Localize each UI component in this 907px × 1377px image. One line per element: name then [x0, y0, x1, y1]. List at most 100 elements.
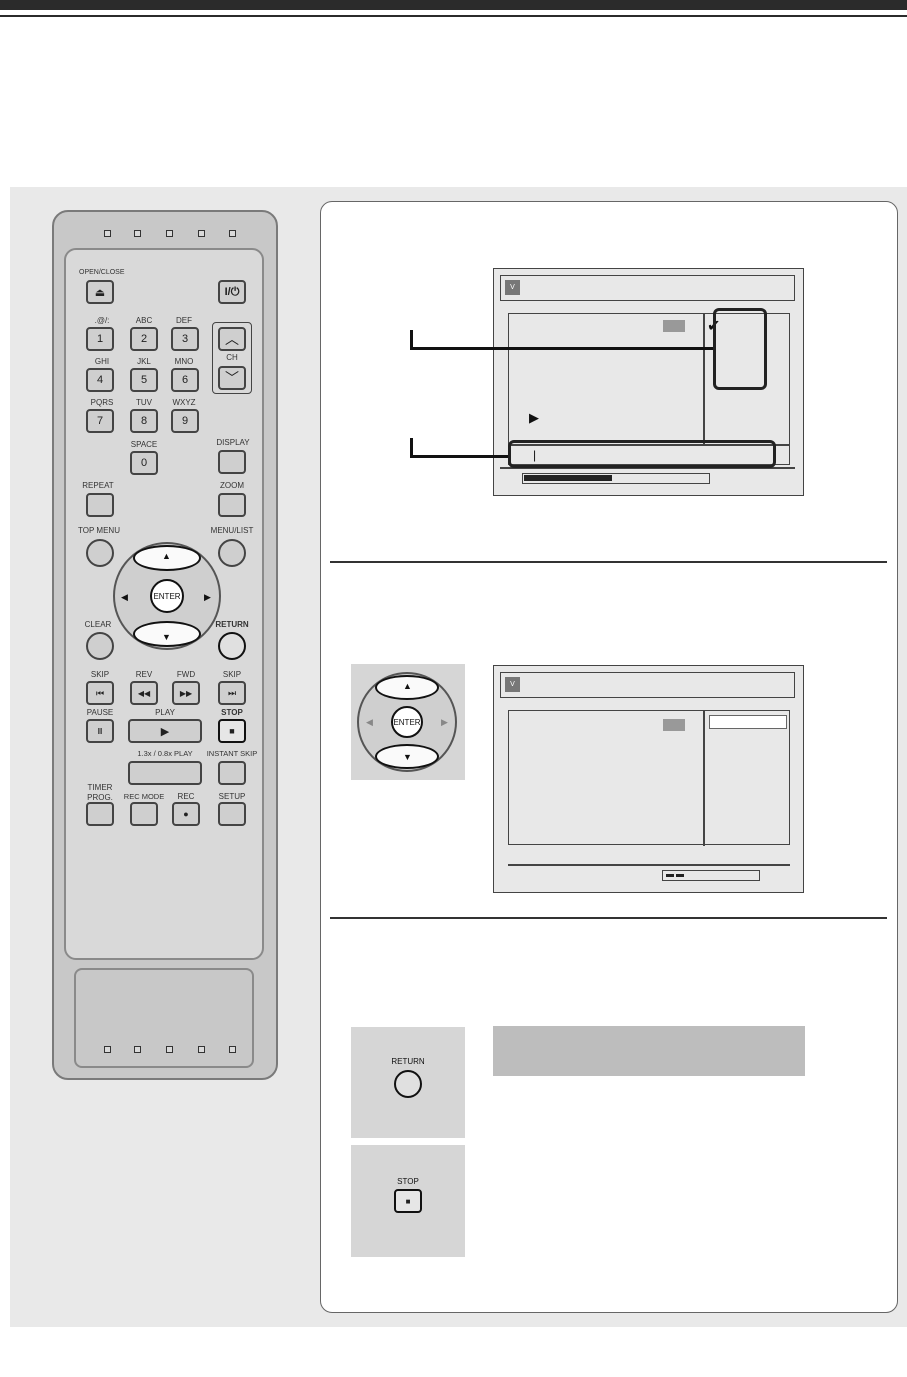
- key-0[interactable]: 0: [130, 451, 158, 475]
- skip-fwd-button[interactable]: ⏭: [218, 681, 246, 705]
- key-2[interactable]: 2: [130, 327, 158, 351]
- remote-led: [134, 230, 141, 237]
- text-cursor: |: [533, 448, 537, 462]
- progress-segment: [676, 874, 684, 877]
- play-button[interactable]: ▶: [128, 719, 202, 743]
- stop-button[interactable]: ■: [218, 719, 246, 743]
- disc-logo-icon: V: [505, 677, 520, 692]
- key-8-letters: TUV: [136, 398, 152, 407]
- key-9[interactable]: 9: [171, 409, 199, 433]
- key-1-letters: .@/:: [94, 316, 110, 325]
- zoom-button[interactable]: [218, 493, 246, 517]
- dpad-inset: ▲ ▼ ◀ ▶ ENTER: [351, 664, 465, 780]
- play-label: PLAY: [155, 708, 175, 717]
- pause-label: PAUSE: [86, 708, 114, 717]
- remote-led: [166, 230, 173, 237]
- fwd-button[interactable]: ▶▶: [172, 681, 200, 705]
- skip-back-button[interactable]: ⏮: [86, 681, 114, 705]
- rev-button[interactable]: ◀◀: [130, 681, 158, 705]
- key-6[interactable]: 6: [171, 368, 199, 392]
- screen-1-progress-fill: [524, 475, 612, 481]
- open-close-button[interactable]: ⏏: [86, 280, 114, 304]
- callout-leader: [410, 438, 413, 458]
- setup-label: SETUP: [218, 792, 246, 801]
- speed-play-label: 1.3x / 0.8x PLAY: [137, 749, 193, 758]
- display-button[interactable]: [218, 450, 246, 474]
- screen-1-title-bar: V: [500, 275, 795, 301]
- key-4-letters: GHI: [94, 357, 110, 366]
- key-5[interactable]: 5: [130, 368, 158, 392]
- screen-2-progress-bar: [662, 870, 760, 881]
- record-icon: ●: [183, 809, 189, 819]
- power-icon: I/⏻: [224, 285, 240, 298]
- pause-button[interactable]: II: [86, 719, 114, 743]
- arrow-right-icon[interactable]: ▶: [204, 592, 211, 602]
- arrow-up-icon: ▲: [162, 551, 171, 561]
- fast-forward-icon: ▶▶: [179, 688, 193, 698]
- key-1[interactable]: 1: [86, 327, 114, 351]
- timer-prog-button[interactable]: [86, 802, 114, 826]
- key-4[interactable]: 4: [86, 368, 114, 392]
- stop-inset: STOP ■: [351, 1145, 465, 1257]
- key-7[interactable]: 7: [86, 409, 114, 433]
- stop-label: STOP: [221, 708, 243, 717]
- key-2-letters: ABC: [135, 316, 153, 325]
- arrow-down-icon: ▼: [162, 632, 171, 642]
- remote-led: [229, 230, 236, 237]
- inset-return-button[interactable]: [394, 1070, 422, 1098]
- return-label: RETURN: [391, 1057, 425, 1066]
- remote-control: OPEN/CLOSE ⏏ I/⏻ .@/: 1 ABC 2 DEF 3 ︿ CH…: [52, 210, 278, 1080]
- display-label: DISPLAY: [216, 438, 250, 447]
- open-close-label: OPEN/CLOSE: [79, 269, 125, 276]
- skip-back-icon: ⏮: [95, 687, 105, 698]
- power-button[interactable]: I/⏻: [218, 280, 246, 304]
- screen-1-content: ✔ ▶ |: [508, 313, 790, 465]
- arrow-left-icon[interactable]: ◀: [121, 592, 128, 602]
- inset-enter-button[interactable]: ENTER: [391, 706, 423, 738]
- clear-button[interactable]: [86, 632, 114, 660]
- speed-play-button[interactable]: [128, 761, 202, 785]
- down-arrow-button[interactable]: [133, 621, 201, 647]
- menu-list-button[interactable]: [218, 539, 246, 567]
- enter-button[interactable]: ENTER: [150, 579, 184, 613]
- setup-button[interactable]: [218, 802, 246, 826]
- return-label: RETURN: [215, 620, 249, 629]
- section-separator: [330, 917, 887, 919]
- channel-down-button[interactable]: ﹀: [218, 366, 246, 390]
- rec-button[interactable]: ●: [172, 802, 200, 826]
- key-5-letters: JKL: [137, 357, 151, 366]
- rec-mode-button[interactable]: [130, 802, 158, 826]
- screen-1-progress-bar: [522, 473, 710, 484]
- disc-logo-icon: V: [505, 280, 520, 295]
- channel-up-button[interactable]: ︿: [218, 327, 246, 351]
- repeat-button[interactable]: [86, 493, 114, 517]
- screen-1-tag: [663, 320, 685, 332]
- remote-led: [166, 1046, 173, 1053]
- remote-led: [104, 1046, 111, 1053]
- instant-skip-button[interactable]: [218, 761, 246, 785]
- return-button[interactable]: [218, 632, 246, 660]
- inset-up-arrow-button[interactable]: [375, 675, 439, 700]
- stop-icon: ■: [405, 1196, 411, 1206]
- note-banner: [493, 1026, 805, 1076]
- callout-leader: [410, 455, 508, 458]
- key-3-letters: DEF: [176, 316, 192, 325]
- top-menu-button[interactable]: [86, 539, 114, 567]
- key-3[interactable]: 3: [171, 327, 199, 351]
- skip-fwd-label: SKIP: [222, 670, 242, 679]
- stop-icon: ■: [229, 726, 235, 736]
- pause-icon: II: [97, 726, 103, 736]
- inset-down-arrow-button[interactable]: [375, 744, 439, 769]
- screen-2-title-bar: V: [500, 672, 795, 698]
- selected-option[interactable]: [709, 715, 787, 729]
- inset-stop-button[interactable]: ■: [394, 1189, 422, 1213]
- header-rule: [0, 15, 907, 17]
- callout-leader: [410, 347, 713, 350]
- arrow-down-icon: ▼: [403, 752, 412, 762]
- callout-leader: [410, 330, 413, 350]
- arrow-right-icon: ▶: [441, 717, 448, 727]
- play-marker-icon: ▶: [529, 410, 539, 425]
- skip-forward-icon: ⏭: [227, 687, 237, 698]
- key-8[interactable]: 8: [130, 409, 158, 433]
- up-arrow-button[interactable]: [133, 545, 201, 571]
